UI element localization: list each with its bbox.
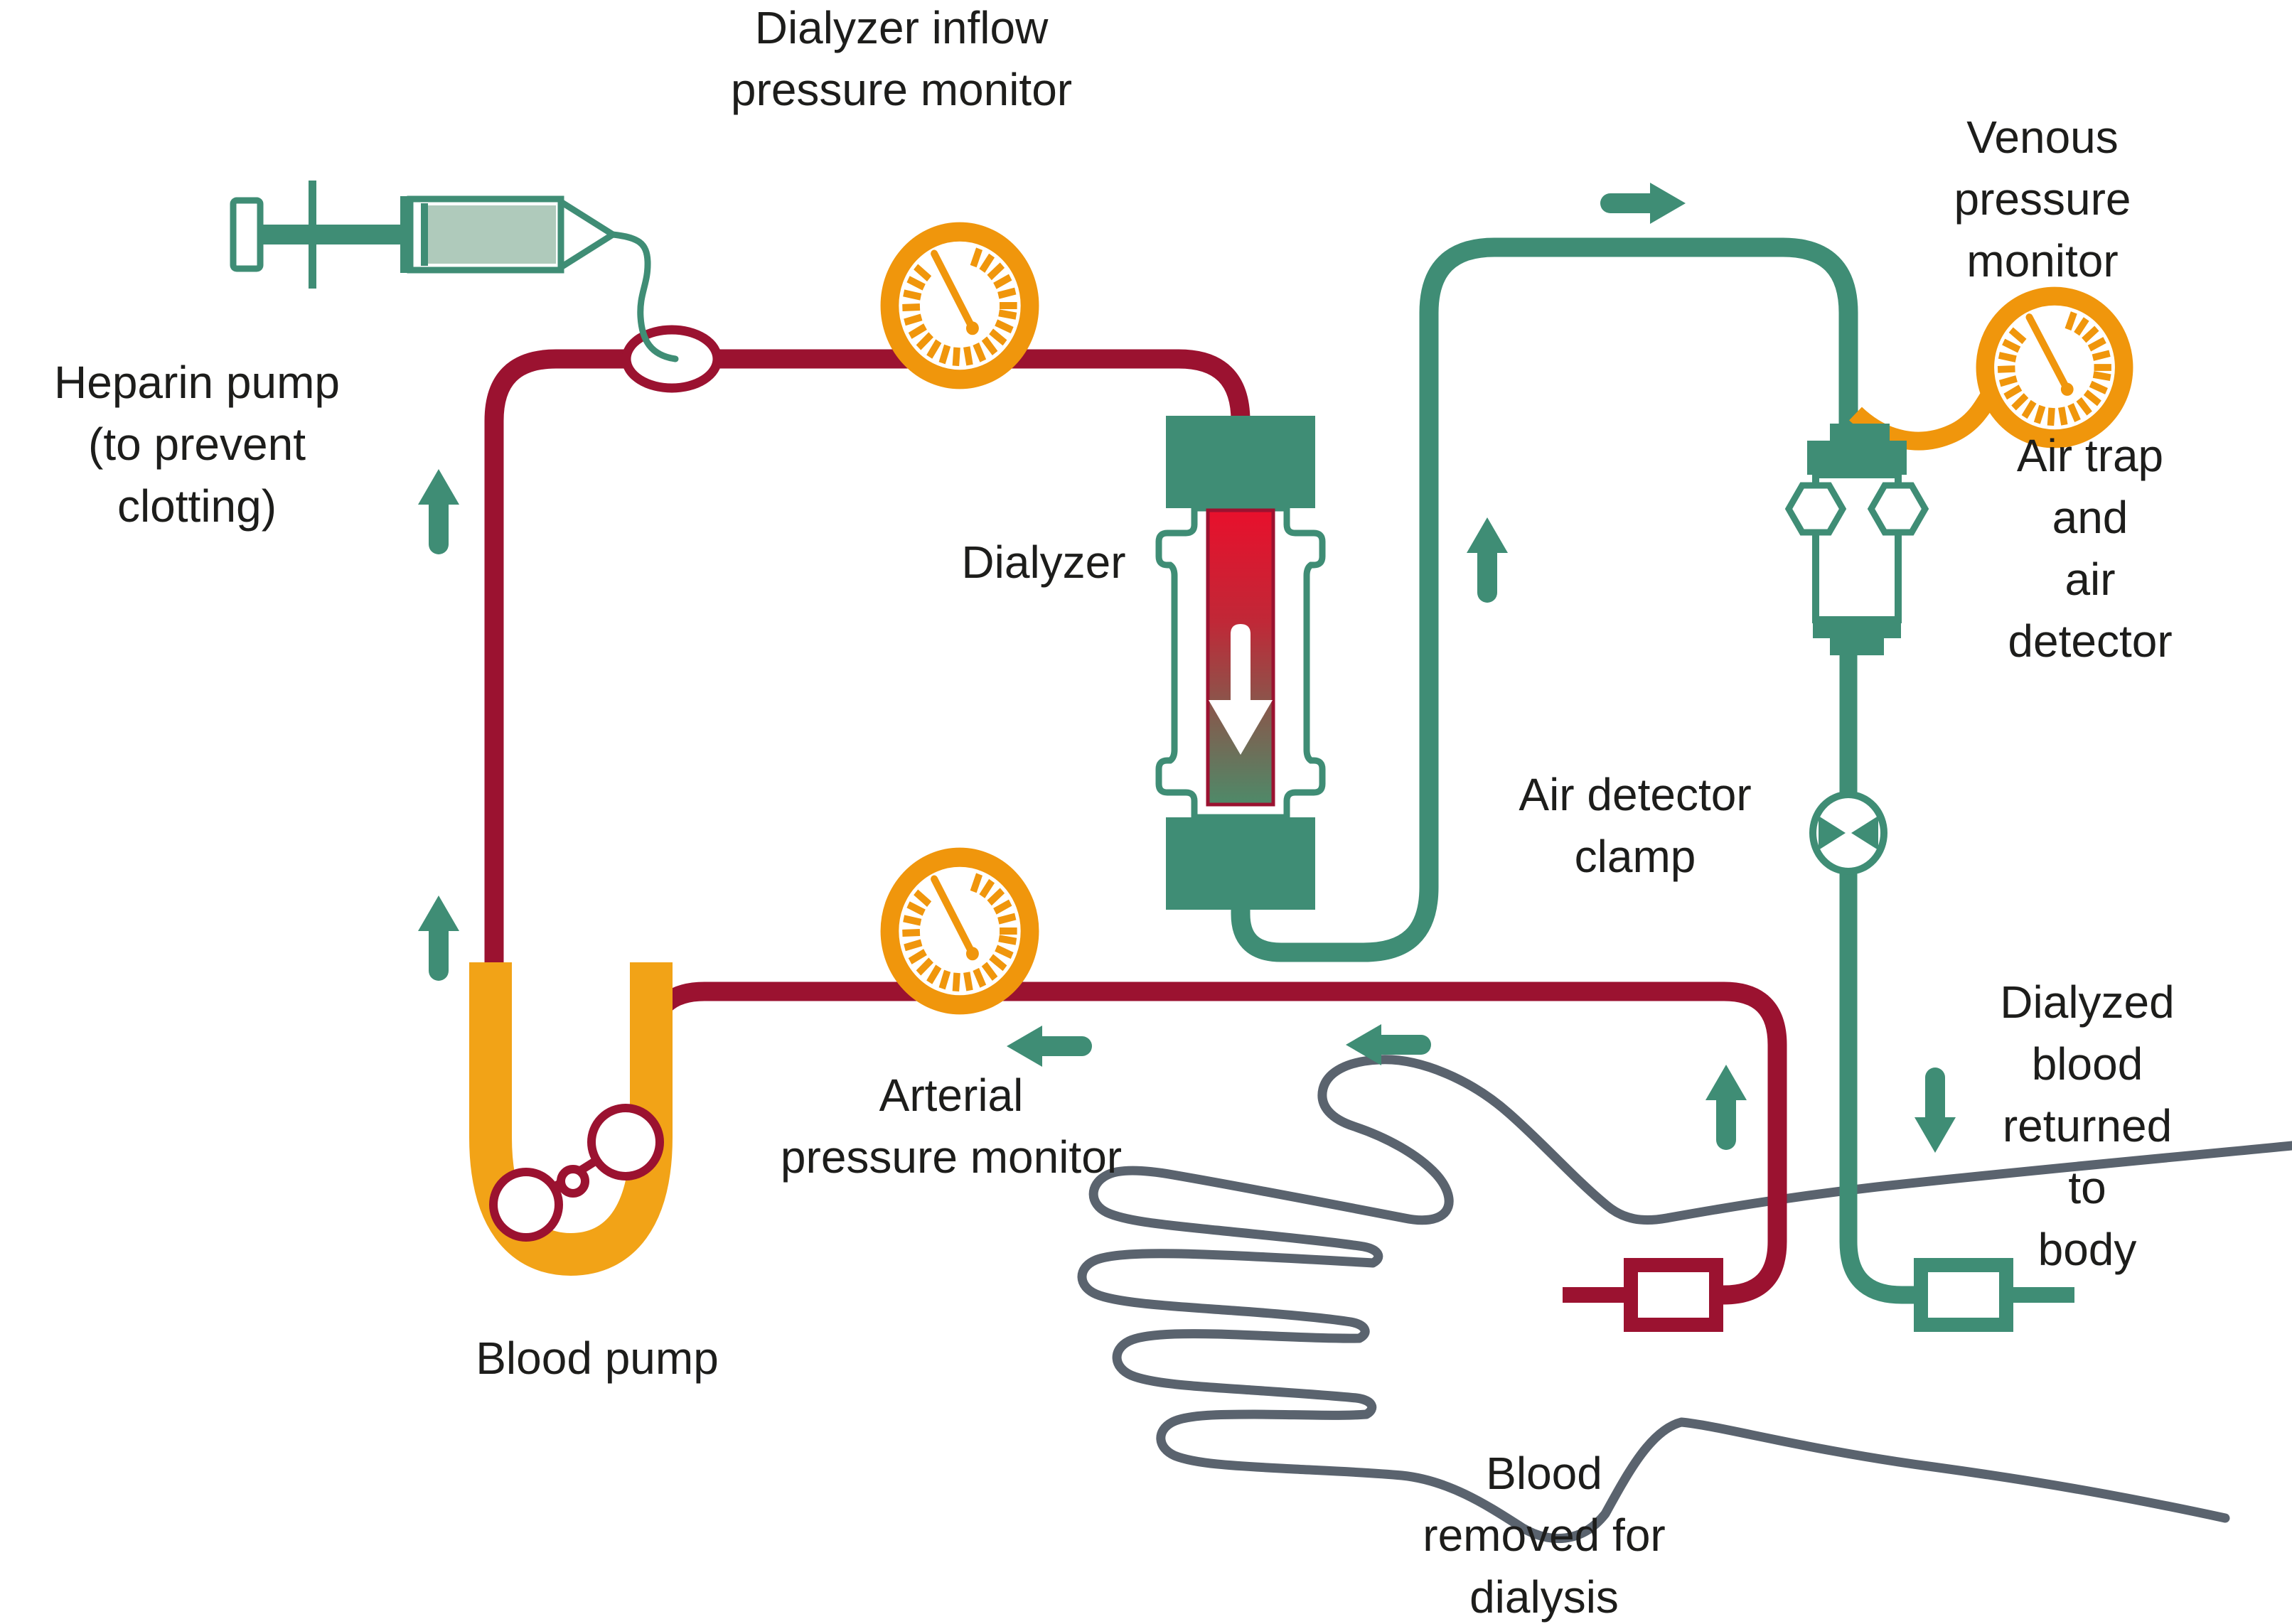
label-heparin-pump: Heparin pump (to prevent clotting) xyxy=(54,357,340,532)
label-dialyzer: Dialyzer xyxy=(961,537,1126,588)
arterial-line-to-dialyzer xyxy=(484,349,1251,964)
label-dialyzer-inflow-monitor: Dialyzer inflow pressure monitor xyxy=(730,2,1073,116)
clamp-body xyxy=(1809,791,1887,875)
dialyzer-icon xyxy=(1155,416,1326,910)
label-blood-pump: Blood pump xyxy=(476,1333,719,1384)
arterial-connector xyxy=(1624,1258,1723,1332)
label-arterial-monitor: Arterial pressure monitor xyxy=(780,1070,1123,1183)
dialyzer-bottom-cap xyxy=(1166,817,1315,910)
air-trap-bottom-stub xyxy=(1830,638,1884,655)
pump-roller-right xyxy=(587,1104,664,1181)
arterial-pressure-gauge-icon xyxy=(880,847,1039,1015)
label-air-trap: Air trap and air detector xyxy=(2008,430,2173,667)
label-venous-monitor: Venous pressure monitor xyxy=(1954,112,2131,287)
syringe-heparin-fluid xyxy=(428,205,556,264)
clamp-left-jaw xyxy=(1819,816,1846,850)
blood-pump-icon xyxy=(469,962,673,1276)
air-trap-bottom-cap xyxy=(1813,620,1901,638)
pump-roller-left xyxy=(489,1168,563,1242)
venous-pressure-gauge-icon xyxy=(1976,286,2133,448)
flow-arrow-up-icon xyxy=(1705,1065,1747,1150)
flow-arrow-up-icon xyxy=(418,896,459,981)
flow-arrow-left-icon xyxy=(1007,1026,1092,1067)
flow-arrow-up-icon xyxy=(1467,517,1508,603)
dialyzer-inflow-pressure-gauge-icon xyxy=(880,222,1039,389)
syringe-plunger-endcap xyxy=(230,197,264,272)
heparin-syringe-icon xyxy=(230,181,619,289)
venous-connector xyxy=(1914,1258,2013,1332)
label-air-detector-clamp: Air detector clamp xyxy=(1519,769,1752,883)
venous-line-clamp-to-patient xyxy=(1839,871,1921,1304)
label-dialyzed-blood: Dialyzed blood returned to body xyxy=(2000,977,2175,1276)
flow-arrow-down-icon xyxy=(1915,1068,1956,1153)
air-trap-left-sensor xyxy=(1784,482,1847,536)
venous-line-dialyzer-to-airtrap xyxy=(1231,237,1858,962)
air-trap-top-lip xyxy=(1830,424,1890,442)
flow-arrow-up-icon xyxy=(418,469,459,554)
venous-needle xyxy=(2005,1287,2074,1303)
patient-arm-hand-outline xyxy=(1077,1055,2292,1544)
air-detector-clamp-icon xyxy=(1809,791,1887,875)
dialyzer-top-cap xyxy=(1166,416,1315,508)
syringe-plunger-rod xyxy=(260,225,402,244)
clamp-right-jaw xyxy=(1851,816,1878,850)
air-trap-top-cap xyxy=(1807,441,1907,475)
air-trap-icon xyxy=(1784,424,1929,655)
air-trap-right-sensor xyxy=(1867,482,1929,536)
dialyzer-flow-down-arrow-icon xyxy=(1209,624,1273,755)
label-blood-removed: Blood removed for dialysis xyxy=(1423,1448,1666,1623)
syringe-clamp-bar xyxy=(309,181,316,289)
syringe-nozzle xyxy=(557,195,619,274)
arterial-needle xyxy=(1563,1287,1632,1303)
syringe-plunger-seal xyxy=(421,203,428,266)
flow-arrow-right-icon xyxy=(1600,183,1686,224)
pump-rotor-hub xyxy=(557,1165,589,1198)
heparin-infusion-line xyxy=(609,231,679,362)
